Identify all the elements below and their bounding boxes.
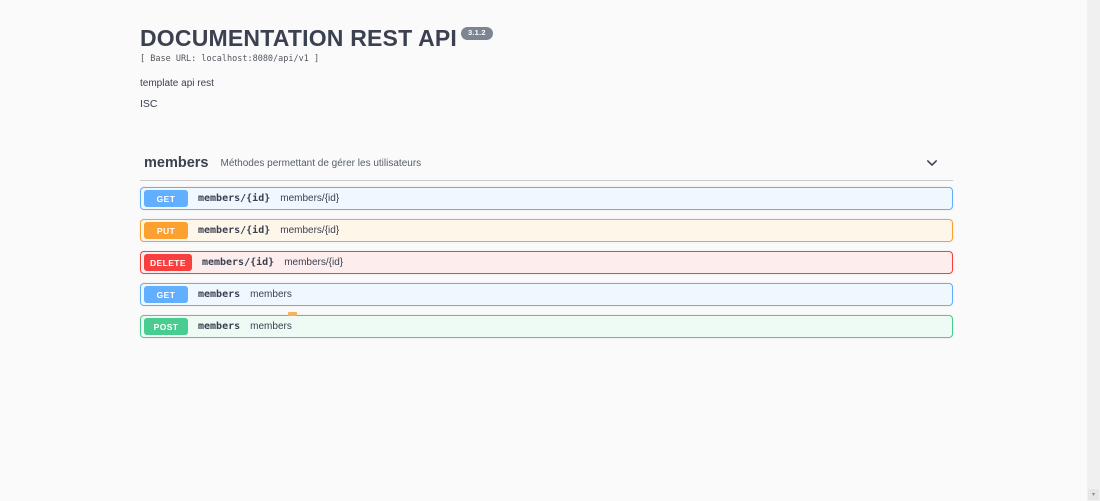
endpoint-row-put-1[interactable]: PUT members/{id} members/{id} [140, 219, 953, 243]
page-title-text: DOCUMENTATION REST API [140, 25, 458, 51]
method-badge[interactable]: DELETE [144, 254, 192, 272]
tag-section-members: members Méthodes permettant de gérer les… [140, 150, 953, 339]
endpoint-row-get-3[interactable]: GET members members [140, 283, 953, 307]
endpoint-summary: members/{id} [280, 193, 340, 205]
method-badge[interactable]: GET [144, 190, 188, 208]
scrollbar-down-button[interactable]: ▾ [1088, 489, 1099, 500]
method-badge[interactable]: GET [144, 286, 188, 304]
endpoint-path: members/{id} [201, 257, 275, 269]
endpoint-summary: members [250, 289, 292, 301]
endpoint-row-post-4[interactable]: POST members members [140, 315, 953, 339]
cursor-marker [288, 312, 297, 316]
endpoint-path: members [198, 321, 241, 333]
method-badge[interactable]: POST [144, 318, 188, 336]
base-url: [ Base URL: localhost:8080/api/v1 ] [140, 54, 320, 65]
endpoint-path: members [198, 289, 241, 301]
endpoint-summary: members/{id} [280, 225, 340, 237]
endpoint-row-delete-2[interactable]: DELETE members/{id} members/{id} [140, 251, 953, 275]
version-badge: 3.1.2 [461, 27, 493, 40]
tag-header-members[interactable]: members Méthodes permettant de gérer les… [140, 150, 953, 182]
tag-name: members [144, 155, 209, 172]
endpoint-summary: members/{id} [284, 257, 344, 269]
scrollbar[interactable]: ▾ [1087, 0, 1100, 501]
chevron-down-icon[interactable] [925, 156, 939, 170]
api-description: template api rest [140, 78, 214, 90]
operations-list: GET members/{id} members/{id} PUT member… [140, 181, 953, 339]
tag-description: Méthodes permettant de gérer les utilisa… [220, 157, 422, 169]
license-name: ISC [140, 98, 158, 111]
endpoint-summary: members [250, 321, 292, 333]
endpoint-path: members/{id} [198, 193, 271, 205]
method-badge[interactable]: PUT [144, 222, 188, 240]
endpoint-path: members/{id} [198, 225, 271, 237]
endpoint-row-get-0[interactable]: GET members/{id} members/{id} [140, 187, 953, 211]
